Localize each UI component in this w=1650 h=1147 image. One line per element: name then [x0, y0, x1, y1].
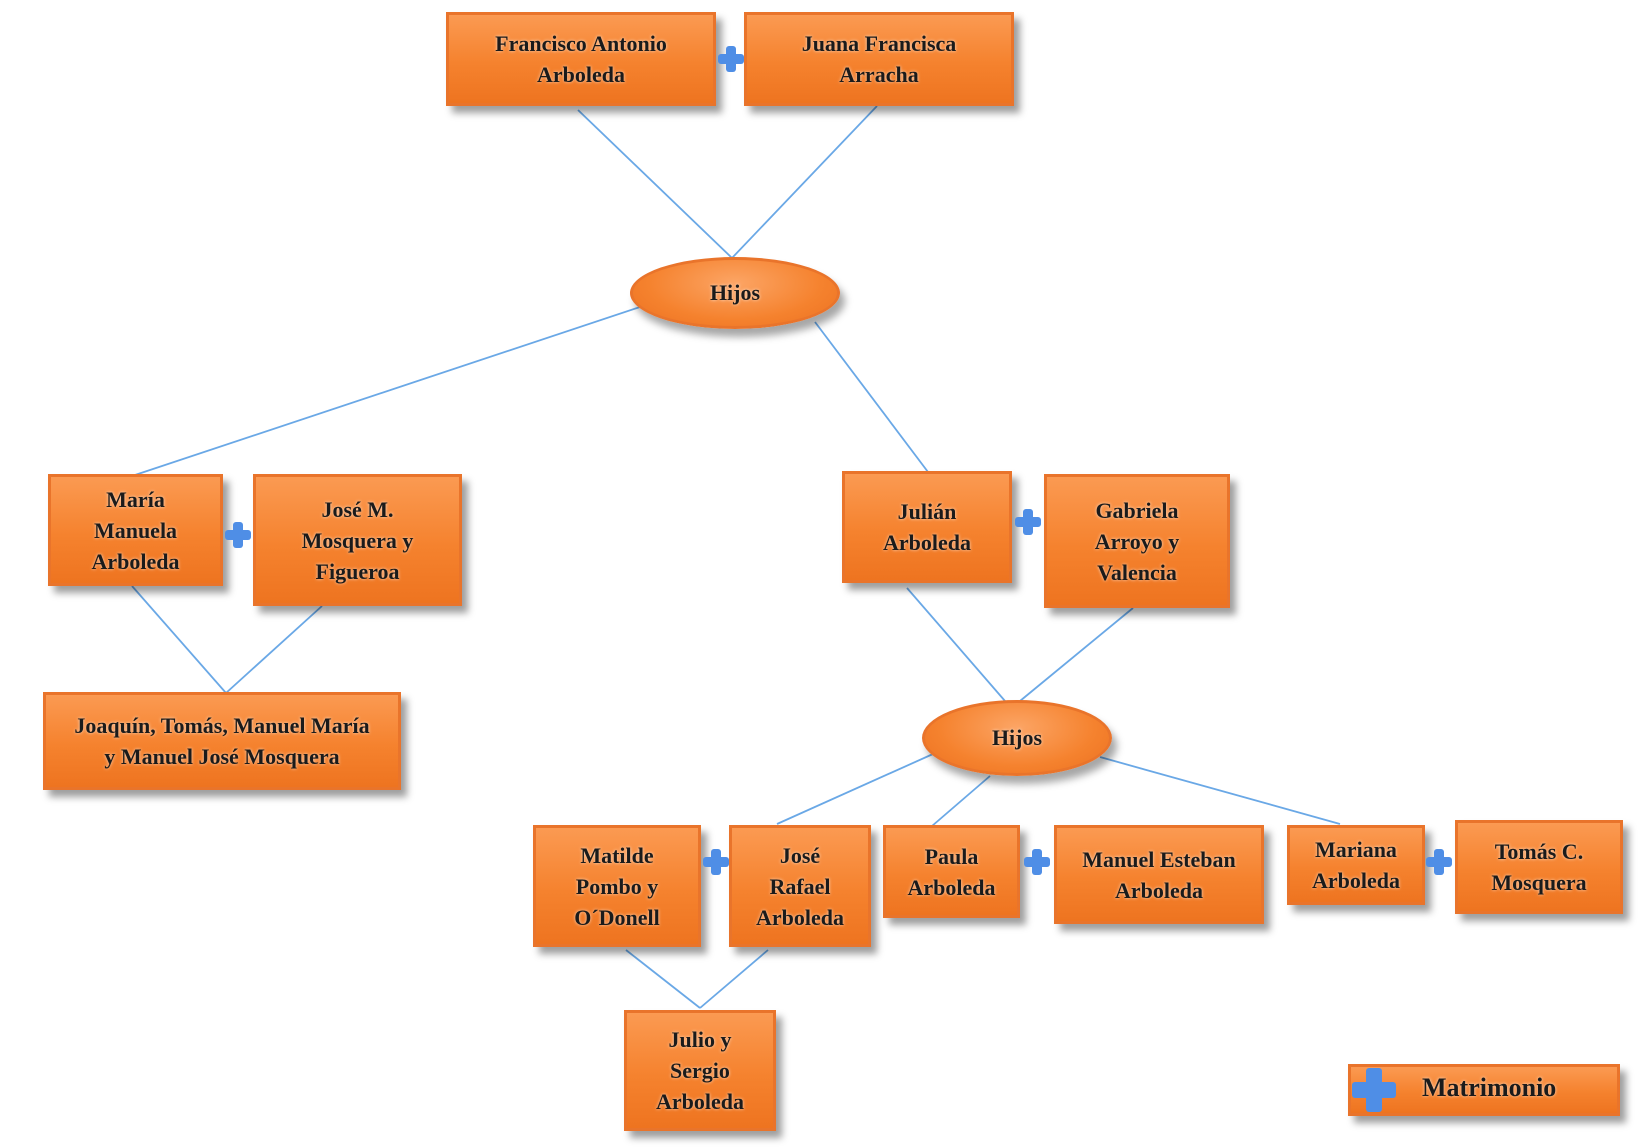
person-mariana-arboleda: Mariana Arboleda [1287, 825, 1425, 905]
person-gabriela-arroyo-y-valencia: Gabriela Arroyo y Valencia [1044, 474, 1230, 608]
children-node-hijos: Hijos [630, 257, 840, 329]
marriage-plus-icon [1024, 849, 1050, 875]
marriage-plus-icon [718, 46, 744, 72]
link-line [814, 321, 929, 473]
link-line [625, 949, 701, 1009]
link-line [931, 775, 991, 827]
link-line [131, 585, 227, 694]
legend-label-matrimonio: Matrimonio [1422, 1073, 1557, 1102]
link-line [134, 306, 641, 476]
person-matilde-pombo-y-odonell: Matilde Pombo y O´Donell [533, 825, 701, 947]
marriage-plus-icon [1015, 509, 1041, 535]
person-francisco-antonio-arboleda: Francisco Antonio Arboleda [446, 12, 716, 106]
link-line [1019, 607, 1134, 702]
link-line [731, 105, 878, 259]
person-paula-arboleda: Paula Arboleda [883, 825, 1020, 918]
children-julio-y-sergio-arboleda: Julio y Sergio Arboleda [624, 1010, 776, 1131]
marriage-plus-icon [1426, 849, 1452, 875]
link-line [1099, 756, 1341, 825]
person-juana-francisca-arracha: Juana Francisca Arracha [744, 12, 1014, 106]
plus-icon [1352, 1068, 1396, 1112]
link-line [577, 109, 733, 259]
person-jose-m-mosquera-y-figueroa: José M. Mosquera y Figueroa [253, 474, 462, 606]
link-line [699, 949, 769, 1009]
person-maria-manuela-arboleda: María Manuela Arboleda [48, 474, 223, 586]
person-jose-rafael-arboleda: José Rafael Arboleda [729, 825, 871, 947]
link-line [776, 753, 934, 825]
person-julian-arboleda: Julián Arboleda [842, 471, 1012, 583]
marriage-plus-icon [703, 849, 729, 875]
children-mosquera-group: Joaquín, Tomás, Manuel María y Manuel Jo… [43, 692, 401, 790]
person-tomas-c-mosquera: Tomás C. Mosquera [1455, 820, 1623, 914]
marriage-plus-icon [225, 522, 251, 548]
link-line [906, 587, 1006, 702]
children-node-hijos: Hijos [922, 700, 1112, 776]
person-manuel-esteban-arboleda: Manuel Esteban Arboleda [1054, 825, 1264, 924]
link-line [225, 605, 323, 694]
